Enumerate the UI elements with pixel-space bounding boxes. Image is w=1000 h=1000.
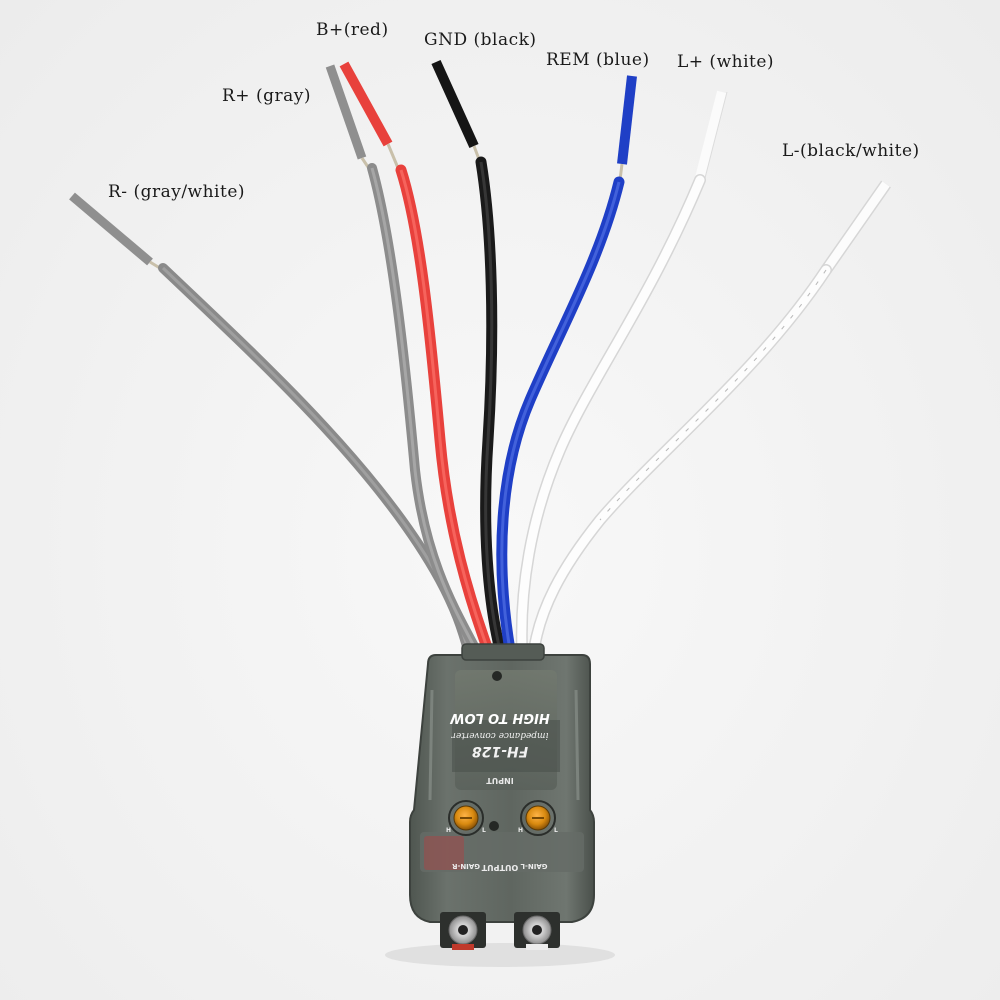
- gain-r-knob[interactable]: [448, 800, 484, 836]
- label-b-plus: B+(red): [316, 20, 389, 40]
- wire-l-minus: [528, 180, 891, 656]
- label-r-plus: R+ (gray): [222, 86, 311, 106]
- input-label: INPUT: [486, 776, 514, 785]
- rca-jack-left[interactable]: [514, 912, 560, 950]
- wire-l-plus: [515, 90, 728, 656]
- rca-jack-right[interactable]: [440, 912, 486, 950]
- model-label: FH-128: [472, 743, 529, 759]
- output-label: OUTPUT: [481, 863, 518, 872]
- label-rem: REM (blue): [546, 50, 650, 70]
- label-l-minus: L-(black/white): [782, 141, 920, 161]
- wire-r-plus: [325, 64, 481, 655]
- wire-b-plus: [339, 61, 494, 656]
- gain-r-label: GAIN-R: [451, 862, 480, 870]
- label-l-plus: L+ (white): [677, 52, 775, 72]
- gain-l-knob[interactable]: [520, 800, 556, 836]
- wire-gnd: [431, 59, 506, 656]
- label-gnd: GND (black): [424, 30, 537, 50]
- converter-housing: [409, 643, 595, 923]
- product-desc-label: impedance converter: [451, 730, 549, 740]
- brand-label: HIGH TO LOW: [450, 710, 550, 725]
- knob-l-l-mark: L: [554, 827, 558, 834]
- knob-l-h-mark: H: [518, 827, 523, 834]
- wire-rem: [496, 75, 637, 656]
- gain-l-label: GAIN-L: [520, 862, 548, 870]
- label-r-minus: R- (gray/white): [108, 182, 246, 202]
- knob-r-l-mark: L: [482, 827, 486, 834]
- knob-r-h-mark: H: [446, 827, 451, 834]
